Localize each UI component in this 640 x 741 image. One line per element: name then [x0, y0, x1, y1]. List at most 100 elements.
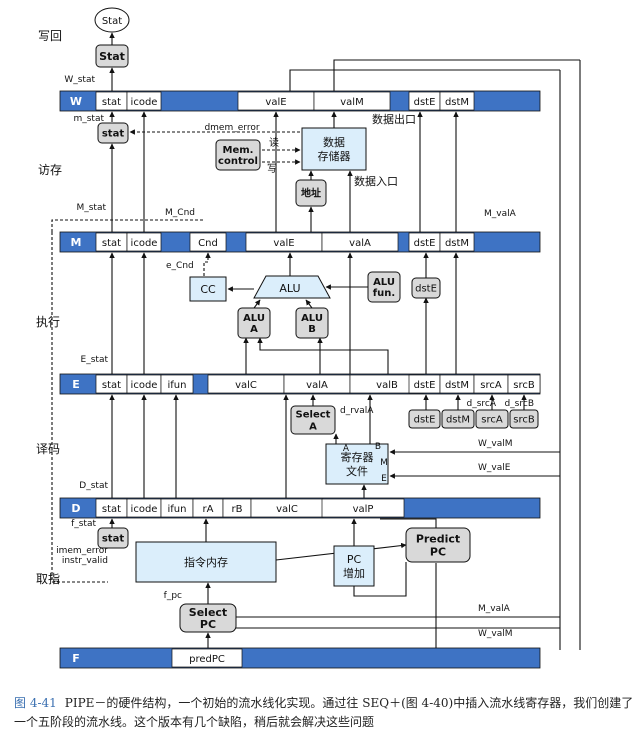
stat-circle-shape: [94, 7, 130, 33]
signal-W-valM-bot: W_valM: [478, 629, 513, 639]
select-a-block-label: Select: [296, 410, 331, 421]
field-E-srcB: [507, 374, 541, 394]
pc-increment-block-label: PC: [347, 553, 362, 566]
cc-block: CC: [189, 276, 227, 302]
cc-block-box: [189, 276, 227, 302]
signal-data-in: 数据入口: [354, 174, 398, 188]
register-file-block-label: 文件: [346, 464, 368, 478]
signal-f-stat: f_stat: [71, 519, 96, 529]
wire-valb-to-alub: [257, 337, 389, 374]
decode-dstM-block-box: [441, 409, 475, 429]
alu-fun-block-label: ALU: [373, 277, 395, 288]
data-memory-block-label: 存储器: [318, 149, 351, 163]
register-file-block-box: [325, 443, 389, 485]
dste-execute-block: dstE: [411, 277, 441, 299]
signal-d-srcB: d_srcB: [504, 399, 534, 409]
signal-d-srcA: d_srcA: [466, 399, 496, 409]
register-bar-F: [59, 647, 541, 669]
field-M-Cnd: [189, 232, 227, 252]
alu-b-block-label: ALU: [301, 313, 323, 324]
field-label-E-ifun: ifun: [168, 380, 187, 391]
signal-data-out: 数据出口: [372, 112, 416, 126]
field-label-E-icode: icode: [131, 380, 158, 391]
field-label-D-rA: rA: [203, 504, 214, 515]
register-file-port-e: E: [381, 474, 387, 484]
data-memory-block-label: 数据: [323, 135, 345, 149]
signal-e-Cnd: e_Cnd: [166, 261, 194, 271]
address-block-box: [295, 179, 327, 207]
pc-increment-block-label: 增加: [343, 566, 365, 580]
alu-b-block-label: B: [308, 324, 316, 335]
wire-alua-to-alu: [253, 299, 261, 309]
field-label-D-icode: icode: [131, 504, 158, 515]
wire-m-cnd: [51, 219, 204, 232]
decode-dstE-block-box: [408, 409, 441, 429]
field-label-M-valA: valA: [349, 238, 371, 249]
alu-label: ALU: [279, 282, 300, 295]
predict-pc-block-box: [405, 527, 471, 563]
signal-instr-valid: instr_valid: [62, 556, 108, 566]
mem-control-block-label: control: [218, 156, 258, 167]
stage-letter-F: F: [72, 652, 80, 665]
field-label-E-dstE: dstE: [414, 380, 436, 391]
field-label-E-valA: valA: [306, 380, 328, 391]
decode-dstE-block-label: dstE: [414, 415, 436, 426]
pc-increment-block-box: [333, 545, 375, 587]
field-label-M-Cnd: Cnd: [198, 238, 218, 249]
stat-writeback-block: Stat: [95, 44, 129, 68]
select-a-block-box: [290, 405, 336, 435]
mem-control-block-label: Mem.: [223, 145, 254, 156]
decode-srcB-block-box: [509, 409, 539, 429]
stage-letter-W: W: [70, 95, 82, 108]
field-label-E-stat: stat: [102, 380, 121, 391]
caption-text: PIPE－的硬件结构，一个初始的流水线化实现。通过往 SEQ＋(图 4-40)中…: [14, 696, 634, 729]
field-E-ifun: [160, 374, 194, 394]
signal-M-Cnd: M_Cnd: [165, 208, 195, 218]
instruction-memory-block-label: 指令内存: [184, 555, 228, 569]
field-D-valP: [321, 498, 405, 518]
field-label-W-icode: icode: [131, 97, 158, 108]
stat-output-circle: Stat: [94, 7, 130, 33]
field-label-M-dstM: dstM: [445, 238, 469, 249]
alu-a-block-box: [237, 307, 271, 339]
field-label-W-valE: valE: [265, 97, 286, 108]
field-M-icode: [126, 232, 162, 252]
stage-name-fetch: 取指: [36, 571, 60, 586]
stage-name-decode: 译码: [36, 442, 60, 456]
select-a-block-label: A: [309, 422, 317, 433]
stage-name-writeback: 写回: [38, 29, 62, 43]
field-label-W-dstM: dstM: [445, 97, 469, 108]
decode-srcB-block: srcB: [509, 409, 539, 429]
dste-execute-block-label: dstE: [415, 284, 437, 295]
stat-writeback-block-box: [95, 44, 129, 68]
mem-control-block-box: [215, 139, 261, 171]
register-file-port-a: A: [343, 444, 350, 454]
field-label-E-valB: valB: [376, 380, 398, 391]
predict-pc-block-label: Predict: [416, 532, 460, 545]
field-label-W-dstE: dstE: [414, 97, 436, 108]
stat-fetch-block: stat: [97, 527, 129, 549]
stage-name-memory: 访存: [38, 163, 62, 177]
signal-read: 读: [269, 136, 279, 149]
field-label-D-stat: stat: [102, 504, 121, 515]
field-label-D-ifun: ifun: [168, 504, 187, 515]
cc-block-label: CC: [200, 283, 216, 296]
signal-imem-error: imem_error: [56, 546, 108, 556]
stat-memory-block-box: [97, 122, 129, 144]
decode-dstM-block: dstM: [441, 409, 475, 429]
wire-w-valm-rail: [333, 59, 580, 91]
decode-srcA-block: srcA: [475, 409, 509, 429]
stat-fetch-block-box: [97, 527, 129, 549]
stage-letter-D: D: [71, 502, 80, 515]
stat-fetch-block-label: stat: [102, 534, 124, 545]
field-label-M-dstE: dstE: [414, 238, 436, 249]
field-label-M-valE: valE: [273, 238, 294, 249]
